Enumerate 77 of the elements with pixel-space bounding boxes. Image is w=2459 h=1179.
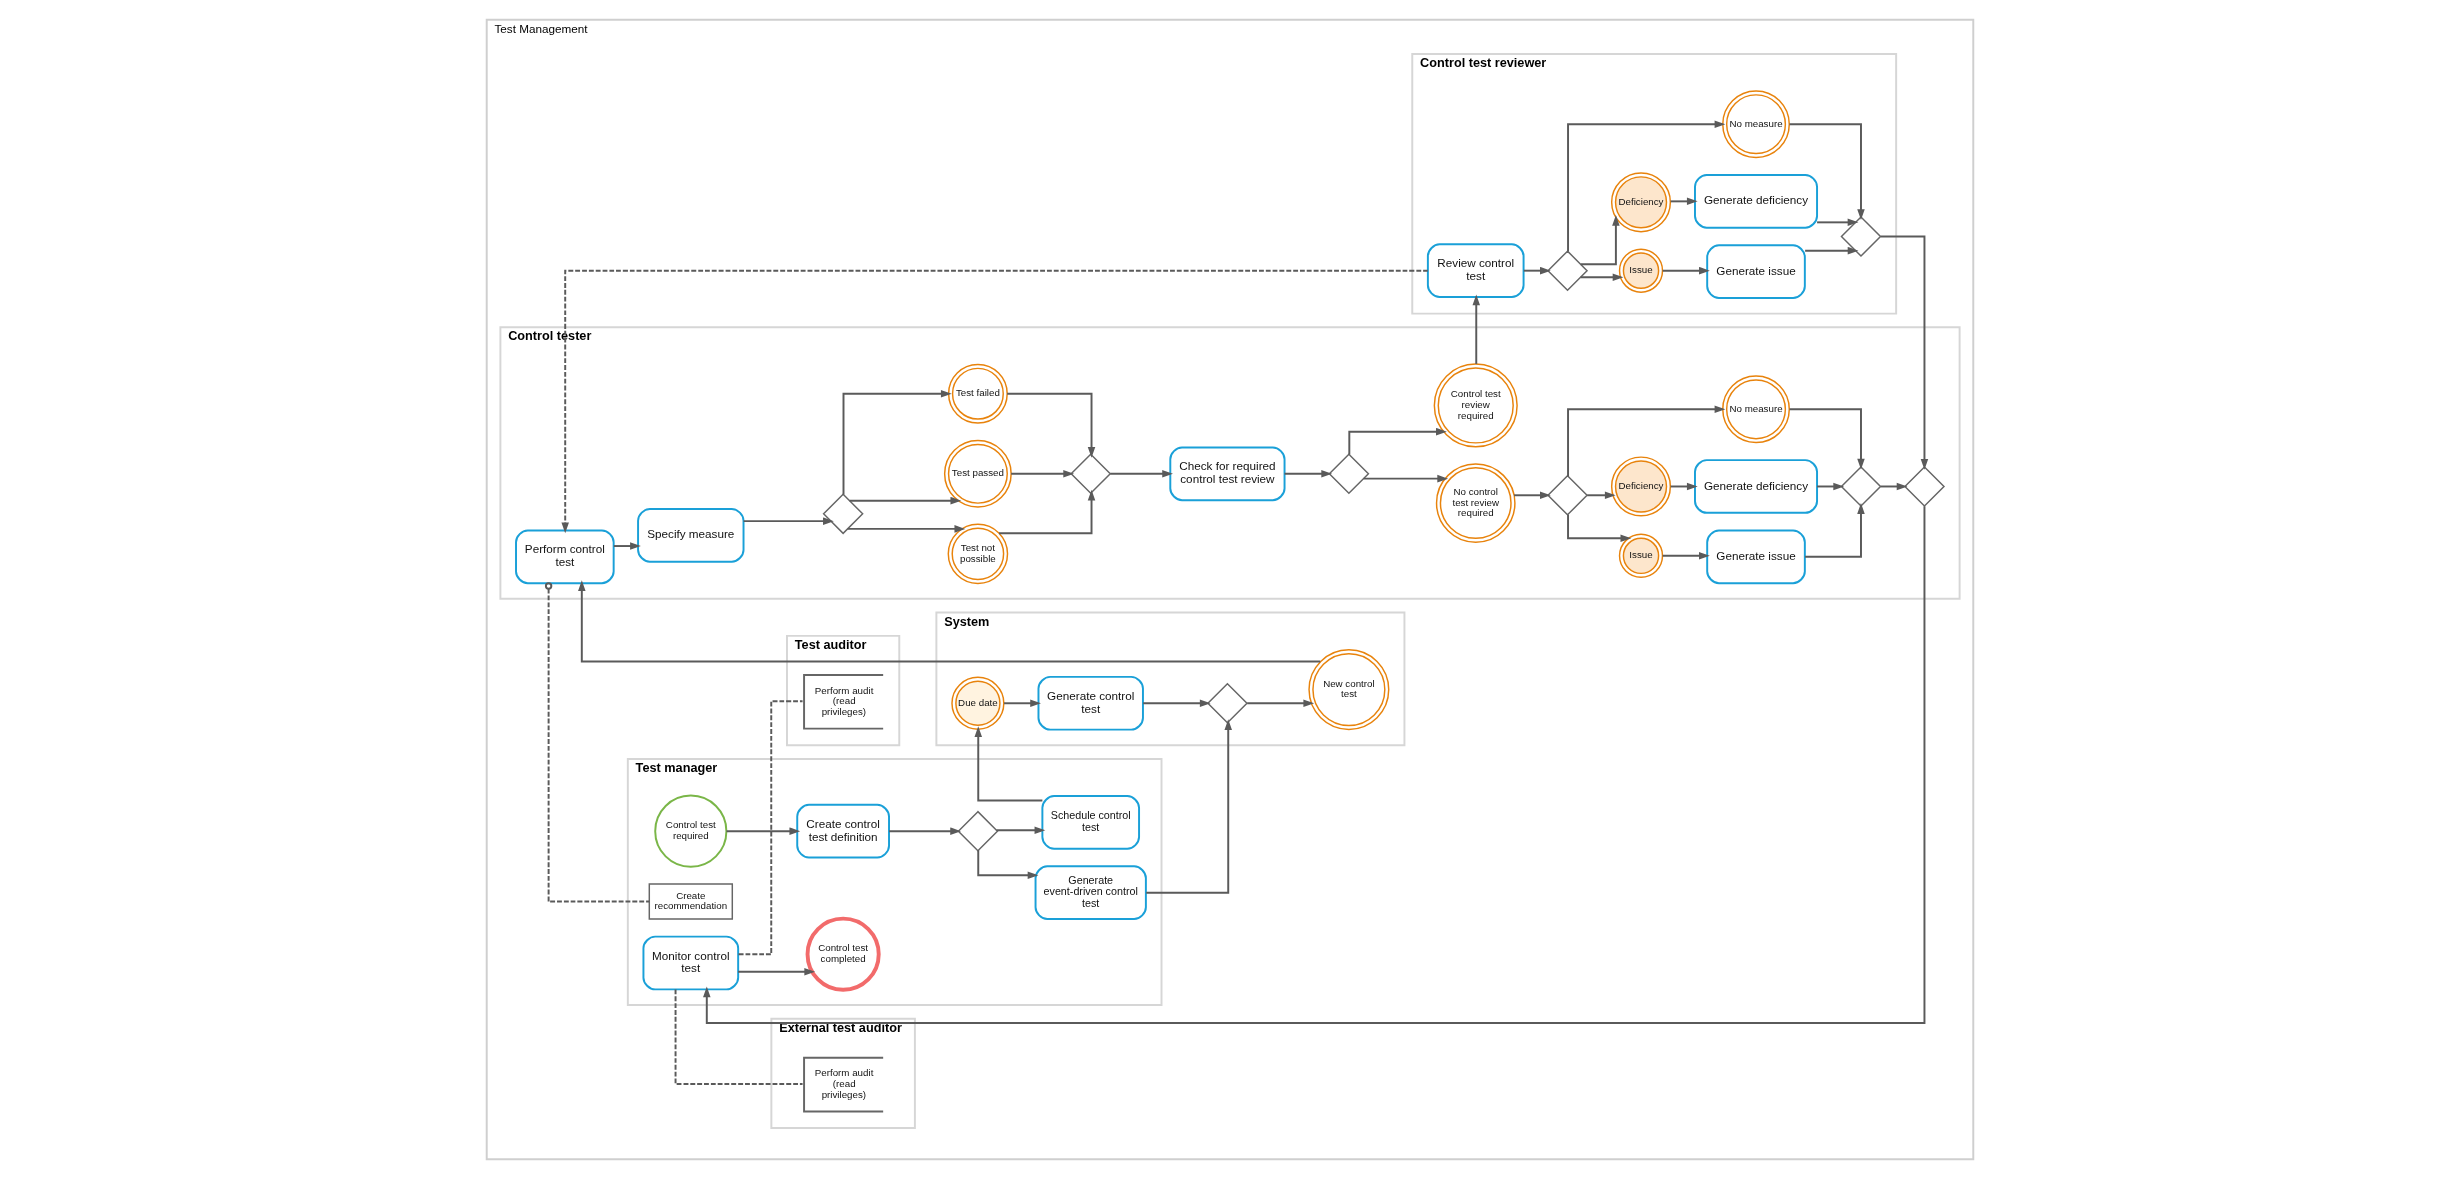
arrow xyxy=(1585,491,1616,500)
node-box: Generate issue xyxy=(1705,244,1806,299)
arrow xyxy=(1879,235,1928,470)
connector xyxy=(674,988,804,1086)
arrow xyxy=(1009,470,1074,478)
node-box: Monitor control test xyxy=(641,935,739,991)
arrow xyxy=(976,849,1038,879)
arrow xyxy=(1144,719,1232,894)
arrow xyxy=(1283,470,1332,478)
node-diamond xyxy=(1546,474,1588,516)
arrow xyxy=(887,827,961,835)
arrow xyxy=(1002,699,1041,708)
node-circle: No measure xyxy=(1721,375,1790,444)
arrow xyxy=(1661,552,1710,560)
arrow xyxy=(1788,408,1865,470)
arrow xyxy=(997,489,1095,535)
node-circle: Control test required xyxy=(653,794,727,868)
node-circle: No measure xyxy=(1721,90,1790,159)
arrow xyxy=(846,525,965,533)
arrow xyxy=(1661,266,1710,275)
arrow xyxy=(1579,214,1620,266)
arrow xyxy=(560,269,1429,534)
arrow xyxy=(1245,699,1314,708)
node-text: Perform audit (read privileges) xyxy=(814,684,873,717)
arrow xyxy=(1566,513,1631,543)
node-box: Perform control test xyxy=(514,529,615,585)
node-diamond xyxy=(956,810,998,852)
node-box: Check for required control test review xyxy=(1168,446,1286,502)
connector xyxy=(544,582,650,903)
arrow xyxy=(1669,197,1698,206)
node-box: Generate deficiency xyxy=(1693,459,1818,514)
arrow xyxy=(1347,427,1447,456)
arrow xyxy=(1512,491,1551,500)
arrow xyxy=(1803,503,1865,558)
arrow xyxy=(612,542,641,550)
arrow xyxy=(577,580,1321,663)
node-box: Schedule control test xyxy=(1040,795,1140,850)
node-box: Specify measure xyxy=(636,507,744,563)
node-box: Generate deficiency xyxy=(1693,174,1818,229)
arrow xyxy=(1141,699,1211,708)
arrow xyxy=(1815,218,1858,227)
node-diamond xyxy=(1069,453,1111,495)
arrow xyxy=(848,496,961,505)
arrow xyxy=(1005,392,1095,458)
node-diamond xyxy=(1839,465,1882,508)
node-circle: Issue xyxy=(1618,248,1663,293)
arrow xyxy=(1522,266,1551,275)
arrow xyxy=(1472,294,1480,365)
arrow xyxy=(1108,470,1173,478)
node-box: Create control test definition xyxy=(795,803,890,859)
node-box: Generate control test xyxy=(1037,675,1144,731)
node-text: Perform audit (read privileges) xyxy=(814,1067,873,1100)
node-circle: Test failed xyxy=(947,363,1008,424)
arrow xyxy=(974,726,1043,802)
node-box: Generate issue xyxy=(1705,529,1806,585)
arrow xyxy=(725,827,800,835)
arrow xyxy=(1788,123,1865,220)
arrow xyxy=(742,517,834,525)
arrow xyxy=(736,968,815,976)
arrow xyxy=(1566,120,1725,253)
arrow xyxy=(995,826,1045,834)
node-diamond xyxy=(1903,465,1945,508)
node-diamond xyxy=(1546,250,1588,292)
arrow xyxy=(702,505,1925,1024)
node-box: Create recommendation xyxy=(648,883,733,920)
arrow xyxy=(1566,405,1725,478)
node-diamond xyxy=(1206,682,1248,724)
node-circle: Deficiency xyxy=(1610,456,1671,517)
node-box: Generate event-driven control test xyxy=(1034,865,1147,921)
arrow xyxy=(842,389,952,496)
arrow xyxy=(1803,246,1858,255)
connector xyxy=(737,700,804,956)
node-circle: Due date xyxy=(950,676,1005,730)
arrow xyxy=(1579,273,1623,281)
node-box: Review control test xyxy=(1426,243,1525,299)
node-diamond xyxy=(1327,453,1369,495)
arrow xyxy=(1362,474,1448,483)
